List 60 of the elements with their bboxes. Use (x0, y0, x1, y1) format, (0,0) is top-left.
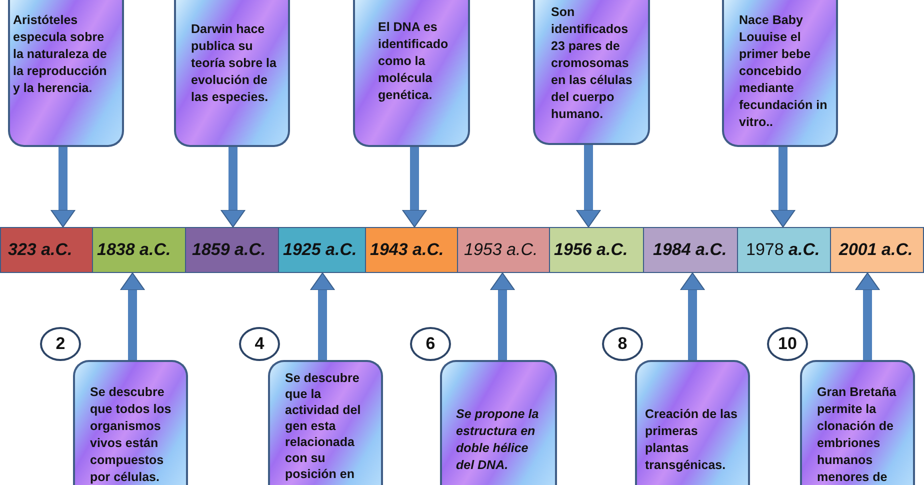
event-card (440, 360, 557, 485)
event-card (635, 360, 750, 485)
arrow (770, 147, 796, 228)
number-circle (602, 327, 643, 361)
number-circle (767, 327, 808, 361)
event-text: El DNA es identificado como la molécula genética. (378, 19, 450, 104)
event-card (353, 0, 470, 147)
event-card (73, 360, 188, 485)
event-text: Nace Baby Louuise el primer bebe concebido mediante fecundación in vitro.. (739, 12, 828, 131)
event-text: Creación de las primeras plantas transgénicas. (645, 406, 738, 474)
arrow (576, 145, 601, 228)
arrow (402, 147, 427, 228)
step-number: 6 (426, 334, 436, 354)
number-circle (40, 327, 81, 361)
year-label: 1838 a.C. (97, 240, 171, 260)
year-label: 1984 a.C. (653, 240, 727, 260)
year-label: 1859 a.C. (192, 240, 266, 260)
event-text: Se descubre que la actividad del gen esta relacionada con su posición en (285, 370, 362, 482)
event-text: Se descubre que todos los organismos vivos están compuestos por células. (90, 384, 172, 485)
year-segment (365, 227, 458, 273)
year-segment (830, 227, 924, 273)
year-segment (737, 227, 831, 273)
year-label: 1943 a.C. (370, 240, 444, 260)
year-segment (549, 227, 644, 273)
year-segment (643, 227, 738, 273)
event-text: Darwin hace publica su teoría sobre la evolución de las especies. (191, 21, 278, 106)
arrow (680, 272, 705, 360)
event-card (800, 360, 915, 485)
arrow (490, 272, 515, 360)
arrow (120, 272, 145, 360)
number-circle (239, 327, 280, 361)
year-label: 1925 a.C. (283, 240, 357, 260)
year-label: 1953 a.C. (464, 240, 538, 260)
event-text: Son identificados 23 pares de cromosomas en las células del cuerpo humano. (551, 4, 634, 123)
year-segment (457, 227, 550, 273)
event-card (174, 0, 290, 147)
event-text: Aristóteles especula sobre la naturaleza de la reproducción y la herencia. (13, 12, 108, 97)
event-card (8, 0, 124, 147)
event-card (533, 0, 650, 145)
year-segment (0, 227, 93, 273)
step-number: 8 (618, 334, 628, 354)
year-segment (92, 227, 186, 273)
year-label: 2001 a.C. (839, 240, 913, 260)
year-label: 323 a.C. (8, 240, 72, 260)
event-card (268, 360, 383, 485)
number-circle (410, 327, 451, 361)
event-card (722, 0, 838, 147)
event-text: Se propone la estructura en doble hélice del DNA. (456, 406, 540, 474)
year-label: 1978 a.C. (746, 240, 820, 260)
arrow (50, 147, 76, 228)
event-text: Gran Bretaña permite la clonación de embriones humanos menores de (817, 384, 898, 485)
step-number: 4 (254, 334, 264, 354)
step-number: 10 (778, 334, 797, 354)
arrow (855, 272, 880, 360)
year-segment (278, 227, 366, 273)
year-label: 1956 a.C. (554, 240, 628, 260)
arrow (310, 272, 335, 360)
step-number: 2 (56, 334, 66, 354)
arrow (220, 147, 246, 228)
year-segment (185, 227, 279, 273)
